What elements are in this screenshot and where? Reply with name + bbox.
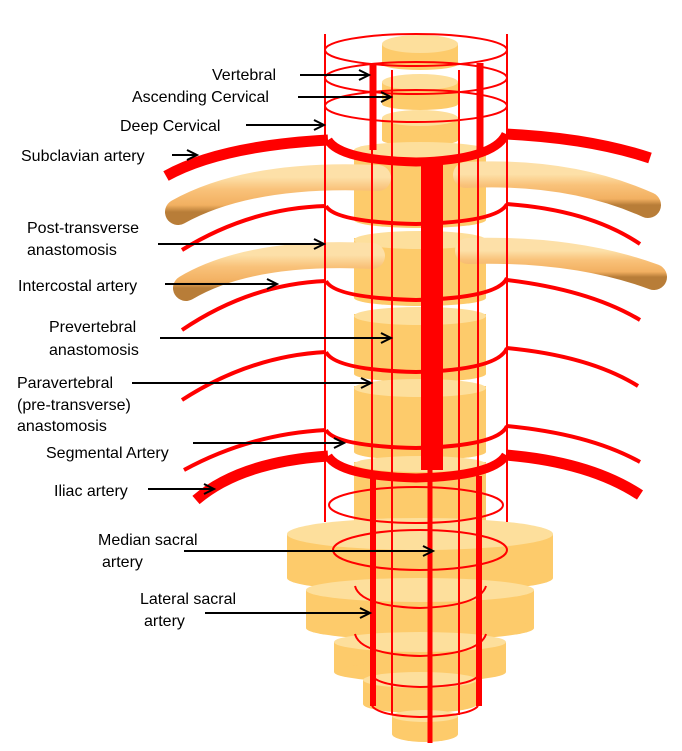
iliac-artery-left (192, 450, 329, 505)
label-text: artery (102, 554, 143, 571)
label-text: Segmental Artery (46, 445, 169, 462)
sacral-segment (392, 710, 458, 742)
label-text: Vertebral (212, 67, 276, 84)
subclavian-artery-left (163, 134, 329, 181)
labels: Vertebral Ascending Cervical Deep Cervic… (17, 67, 436, 630)
label-text: (pre-transverse) (17, 397, 131, 414)
label-text: artery (144, 613, 185, 630)
arrowhead (359, 607, 373, 619)
sacral-segment (287, 518, 553, 592)
cervical-ring (324, 61, 508, 95)
intercostal-artery-right (506, 346, 640, 388)
vertebra (354, 307, 486, 382)
label-vertebral: Vertebral (212, 67, 372, 84)
label-text: anastomosis (49, 342, 139, 359)
iliac-arch (324, 452, 510, 483)
label-text: Paravertebral (17, 375, 113, 392)
vertebra (382, 110, 458, 146)
sacral-ring (354, 585, 487, 610)
cervical-ring (324, 33, 508, 67)
label-median-sacral-artery: Median sacral artery (98, 532, 436, 571)
arrowhead (186, 149, 200, 161)
label-deep-cervical: Deep Cervical (120, 118, 327, 135)
arrowhead (313, 238, 327, 250)
label-lateral-sacral-artery: Lateral sacral artery (140, 591, 373, 630)
vertebra (354, 379, 486, 460)
label-post-transverse-anastomosis: Post-transverse anastomosis (27, 220, 327, 259)
sacral-ring (354, 633, 487, 658)
iliac-artery-right (505, 449, 644, 500)
segmental-ring (324, 424, 509, 451)
rib-right-upper (453, 161, 661, 218)
intercostal-artery-left (180, 204, 327, 252)
arrowhead (333, 437, 347, 449)
intercostal-artery-right (506, 424, 641, 464)
intercostal-artery-right (506, 202, 642, 246)
rib-left-lower (173, 242, 385, 301)
arrowhead (360, 377, 374, 389)
label-iliac-artery: Iliac artery (54, 483, 217, 500)
arteries (163, 33, 652, 743)
label-text: Iliac artery (54, 483, 128, 500)
label-text: Subclavian artery (21, 148, 145, 165)
arrowhead (358, 69, 372, 81)
label-text: anastomosis (17, 418, 107, 435)
sacral-ring (328, 486, 504, 524)
label-text: Median sacral (98, 532, 198, 549)
sacral-ring (371, 705, 479, 719)
rib-left-upper (165, 164, 391, 225)
label-text: Prevertebral (49, 319, 136, 336)
rib-right-lower (455, 237, 667, 290)
arrowhead (380, 332, 394, 344)
label-text: Lateral sacral (140, 591, 236, 608)
label-ascending-cervical: Ascending Cervical (132, 89, 394, 106)
label-prevertebral-anastomosis: Prevertebral anastomosis (49, 319, 394, 359)
arrowhead (203, 483, 217, 495)
ribs (165, 161, 667, 301)
label-text: Deep Cervical (120, 118, 220, 135)
vertebra (382, 35, 458, 70)
segmental-ring (324, 202, 509, 227)
intercostal-artery-left (180, 350, 327, 402)
segmental-ring (324, 347, 509, 375)
arrowhead (266, 278, 280, 290)
label-text: Post-transverse (27, 220, 139, 237)
subclavian-artery-right (505, 128, 652, 164)
label-intercostal-artery: Intercostal artery (18, 278, 280, 295)
label-text: anastomosis (27, 242, 117, 259)
sacral-ring (371, 675, 479, 689)
label-text: Ascending Cervical (132, 89, 269, 106)
arrowhead (380, 91, 394, 103)
label-paravertebral-anastomosis: Paravertebral (pre-transverse) anastomos… (17, 375, 374, 435)
vertebra (382, 74, 458, 110)
intercostal-artery-left (180, 279, 327, 332)
subclavian-arch (324, 131, 511, 167)
label-segmental-artery: Segmental Artery (46, 437, 347, 462)
arrowhead (422, 545, 436, 557)
arrowhead (313, 119, 327, 131)
label-subclavian-artery: Subclavian artery (21, 148, 200, 165)
intercostal-artery-right (506, 278, 642, 322)
segmental-ring (324, 276, 509, 303)
label-text: Intercostal artery (18, 278, 137, 295)
cervical-ring (324, 89, 508, 123)
